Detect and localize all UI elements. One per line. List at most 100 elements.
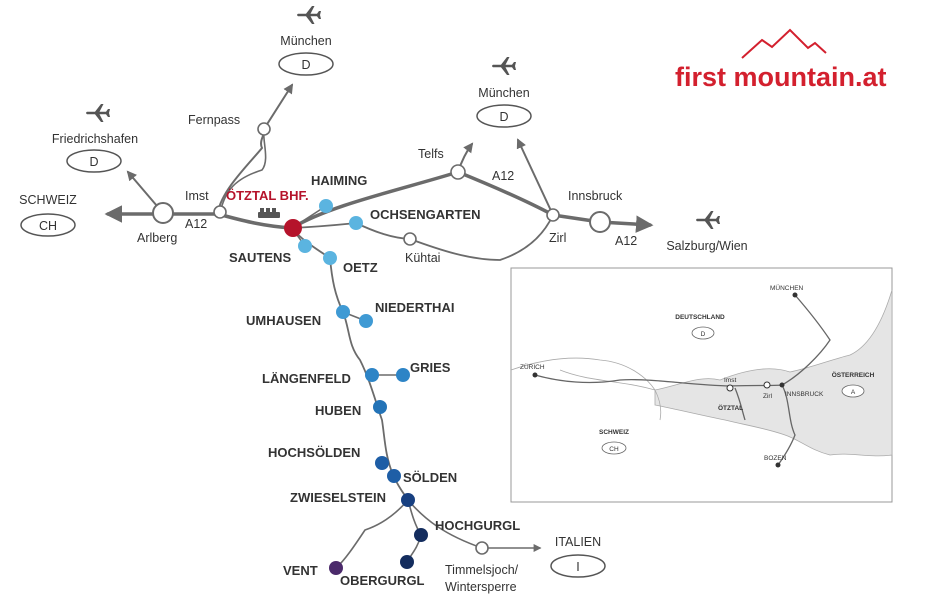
inset-dot-innsbruck[interactable] — [779, 382, 785, 388]
inset-label-zirl: Zirl — [763, 393, 773, 400]
inset-dot-imst[interactable] — [726, 384, 734, 392]
station-oetz[interactable] — [323, 251, 337, 265]
junction-telfs[interactable] — [450, 164, 466, 180]
station-label-hochsoelden: HOCHSÖLDEN — [268, 445, 360, 460]
country-code-munich-west: D — [301, 58, 310, 72]
junction-zirl[interactable] — [546, 208, 560, 222]
inset-dot-zirl[interactable] — [763, 381, 771, 389]
junctions — [152, 122, 611, 555]
station-soelden[interactable] — [387, 469, 401, 483]
country-code-friedrichshafen: D — [89, 155, 98, 169]
station-label-niederthai: NIEDERTHAI — [375, 300, 454, 315]
inset-dot-zuerich[interactable] — [532, 372, 538, 378]
road-label-a12-mid: A12 — [492, 169, 514, 183]
place-label-imst: Imst — [185, 189, 209, 203]
station-label-laengenfeld: LÄNGENFELD — [262, 371, 351, 386]
inset-label-deutschland: DEUTSCHLAND — [675, 314, 725, 321]
junction-imst[interactable] — [213, 205, 227, 219]
inset-label-schweiz: SCHWEIZ — [599, 429, 629, 436]
inset-code-deutschland: D — [701, 331, 706, 338]
station-sautens[interactable] — [298, 239, 312, 253]
junction-arlberg[interactable] — [152, 202, 174, 224]
country-code-italien: I — [576, 560, 579, 574]
inset-label-zuerich: ZÜRICH — [520, 363, 545, 371]
road-vent — [335, 499, 409, 569]
place-label-innsbruck: Innsbruck — [568, 189, 623, 203]
inset-dot-muenchen[interactable] — [792, 292, 798, 298]
station-huben[interactable] — [373, 400, 387, 414]
inset-badge-deutschland — [691, 326, 715, 340]
country-code-schweiz: CH — [39, 219, 57, 233]
inset-code-schweiz: CH — [609, 446, 619, 453]
junction-fernpass[interactable] — [257, 122, 271, 136]
station-obergurgl[interactable] — [400, 555, 414, 569]
station-label-vent: VENT — [283, 563, 318, 578]
station-vent[interactable] — [329, 561, 343, 575]
inset-code-oesterreich: A — [851, 389, 856, 396]
place-label-telfs: Telfs — [418, 147, 444, 161]
inset-map: DEUTSCHLAND D ÖSTERREICH A SCHWEIZ CH MÜ… — [510, 267, 893, 503]
country-badge-munich-east — [476, 104, 532, 128]
place-label-zirl: Zirl — [549, 231, 566, 245]
inset-badge-schweiz — [601, 441, 627, 455]
inset-switzerland-border — [510, 357, 662, 421]
inset-road-main — [534, 294, 831, 387]
junction-innsbruck[interactable] — [589, 211, 611, 233]
stations — [284, 199, 428, 575]
place-label-kuehtai: Kühtai — [405, 251, 440, 265]
country-badge-friedrichshafen — [66, 149, 122, 173]
road-a12-main — [216, 170, 555, 230]
station-haiming[interactable] — [319, 199, 333, 213]
station-niederthai[interactable] — [359, 314, 373, 328]
station-label-gries: GRIES — [410, 360, 451, 375]
inset-label-bozen: BOZEN — [764, 455, 787, 462]
inset-road-south — [777, 384, 796, 466]
mountain-logo-icon — [741, 28, 827, 59]
inset-label-muenchen: MÜNCHEN — [770, 284, 804, 292]
inset-label-innsbruck: INNSBRUCK — [785, 391, 824, 398]
station-label-soelden: SÖLDEN — [403, 470, 457, 485]
inset-dot-bozen[interactable] — [775, 462, 781, 468]
train-icon — [258, 208, 280, 218]
inset-label-imst: Imst — [724, 377, 736, 384]
station-gries[interactable] — [396, 368, 410, 382]
place-label-wintersperre: Wintersperre — [445, 580, 517, 594]
station-label-umhausen: UMHAUSEN — [246, 313, 321, 328]
country-code-munich-east: D — [499, 110, 508, 124]
airplane-icon — [492, 57, 516, 75]
station-label-ochsengarten: OCHSENGARTEN — [370, 207, 481, 222]
station-zwieselstein[interactable] — [401, 493, 415, 507]
station-laengenfeld[interactable] — [365, 368, 379, 382]
country-label-italien: ITALIEN — [555, 535, 601, 549]
airport-label-munich-west: München — [280, 34, 331, 48]
station-label-huben: HUBEN — [315, 403, 361, 418]
station-hochgurgl[interactable] — [414, 528, 428, 542]
road-zirl-munich — [516, 138, 554, 216]
road-imst-local — [219, 128, 267, 213]
road-label-a12-east: A12 — [615, 234, 637, 248]
country-badge-schweiz — [20, 213, 76, 237]
station-ochsengarten[interactable] — [349, 216, 363, 230]
airplane-icon — [696, 211, 720, 229]
inset-austria-region — [654, 289, 893, 457]
inset-badge-oesterreich — [841, 384, 865, 398]
logo[interactable]: first mountain.at — [675, 28, 887, 92]
airport-label-munich-east: München — [478, 86, 529, 100]
logo-text: first mountain.at — [675, 62, 887, 92]
station-hochsoelden[interactable] — [375, 456, 389, 470]
airplane-icon — [86, 104, 110, 122]
country-badge-munich-west — [278, 52, 334, 76]
junction-kuehtai[interactable] — [403, 232, 417, 246]
station-label-haiming: HAIMING — [311, 173, 367, 188]
station-umhausen[interactable] — [336, 305, 350, 319]
inset-label-oetztal: ÖTZTAL — [718, 403, 743, 412]
junction-timmelsjoch[interactable] — [475, 541, 489, 555]
airplane-icon — [297, 6, 321, 24]
station-label-hochgurgl: HOCHGURGL — [435, 518, 520, 533]
inset-road-oetztal — [734, 387, 746, 421]
station-oetztal-bhf[interactable] — [284, 219, 302, 237]
station-label-zwieselstein: ZWIESELSTEIN — [290, 490, 386, 505]
inset-germany-border — [559, 369, 656, 391]
